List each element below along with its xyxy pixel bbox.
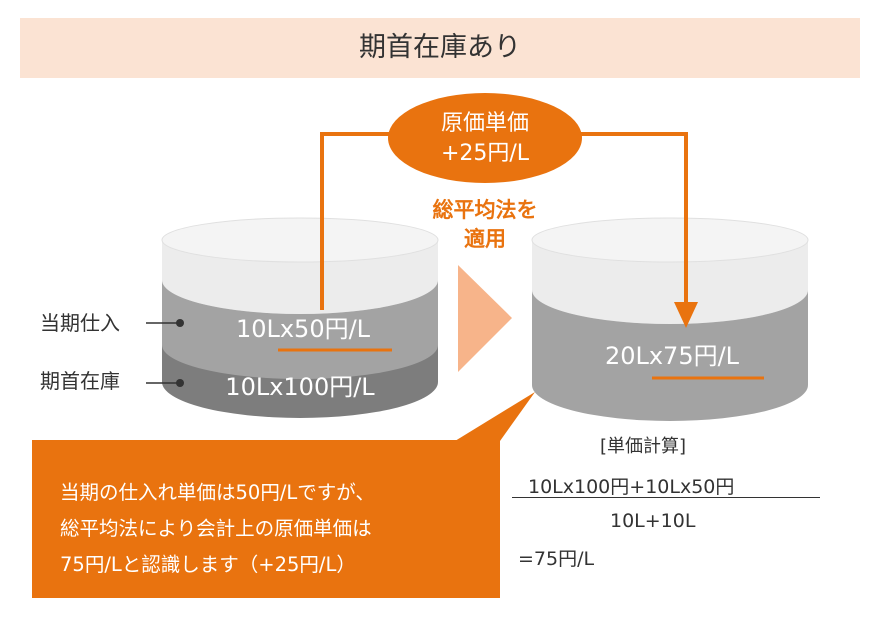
note-line-1: 当期の仕入れ単価は50円/Lですが、 (60, 481, 375, 504)
right-tank-rim (531, 217, 809, 263)
note-line-3: 75円/Lと認識します（+25円/L） (60, 553, 356, 576)
title-bar: 期首在庫あり (20, 18, 860, 78)
explanation-box: 当期の仕入れ単価は50円/Lですが、 総平均法により会計上の原価単価は 75円/… (32, 440, 500, 598)
flow-arrowhead (674, 302, 698, 328)
left-top-layer-text: 10Lx50円/L (236, 315, 371, 343)
apply-arrow (458, 265, 512, 372)
left-bottom-layer-text: 10Lx100円/L (225, 373, 375, 401)
method-line1: 総平均法を (433, 198, 538, 222)
bubble-line1: 原価単価 (441, 111, 529, 136)
fraction-bar (512, 497, 820, 498)
right-tank-liquid (532, 290, 808, 421)
left-tank-rim (161, 217, 439, 263)
right-tank-empty (532, 240, 808, 324)
label-current-purchase: 当期仕入 (40, 311, 120, 335)
dot-current-purchase (176, 319, 184, 327)
right-tank-text: 20Lx75円/L (605, 342, 740, 370)
bubble-line2: +25円/L (441, 141, 530, 166)
cost-bubble (388, 93, 582, 183)
note-line-2: 総平均法により会計上の原価単価は (60, 517, 372, 540)
note-pointer (455, 392, 535, 441)
right-tank (531, 217, 809, 421)
calc-numerator: 10Lx100円+10Lx50円 (528, 476, 735, 498)
calc-denominator: 10L+10L (610, 510, 696, 532)
label-opening-stock: 期首在庫 (40, 369, 120, 393)
page-title: 期首在庫あり (359, 32, 521, 63)
calc-title: [単価計算] (600, 436, 687, 457)
dot-opening-stock (176, 379, 184, 387)
left-tank (161, 217, 439, 418)
method-line2: 適用 (464, 227, 506, 251)
calc-result: =75円/L (518, 548, 595, 570)
